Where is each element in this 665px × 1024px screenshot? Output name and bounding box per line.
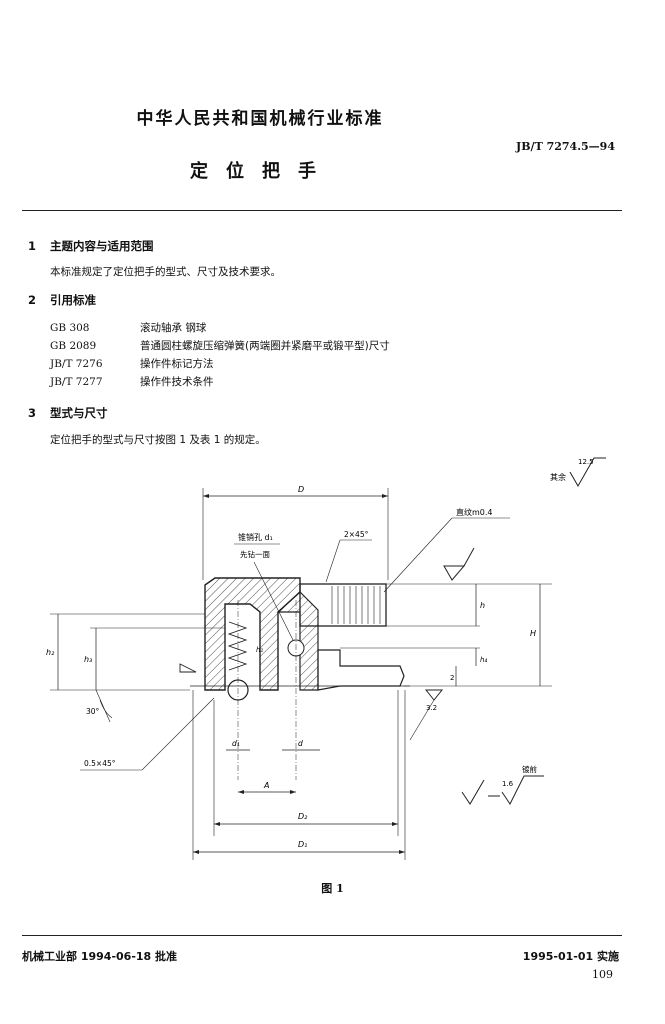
section-number: 3: [28, 406, 37, 420]
label-d1: d₁: [232, 739, 240, 748]
label-3-2: 3.2: [426, 704, 437, 712]
section-number: 1: [28, 239, 37, 253]
label-h1: h₁: [256, 646, 263, 654]
dimension-D2: D₂: [213, 690, 399, 836]
section-1-heading: 1 主题内容与适用范围: [28, 238, 154, 254]
label-1-6: 1.6: [502, 780, 514, 788]
label-h3: h₃: [84, 655, 92, 664]
figure-caption: 图 1: [321, 882, 344, 895]
dimension-h2-h3: h₂ h₃ h₁: [46, 613, 263, 691]
label-h4: h₄: [480, 656, 487, 664]
label-H: H: [530, 629, 536, 638]
chamfer-label: 2×45°: [344, 530, 369, 539]
roughness-plating-symbol: 1.6 镀前: [461, 764, 544, 805]
dimension-A: A: [238, 781, 296, 794]
reference-name: 操作件技术条件: [140, 376, 214, 388]
section-title: 主题内容与适用范围: [50, 239, 154, 253]
roughness-rest-value: 12.5: [578, 458, 594, 466]
reference-row: GB 308 滚动轴承 钢球: [50, 320, 390, 338]
implement-info: 1995-01-01 实施: [522, 950, 619, 963]
chamfer-callout: 2×45°: [325, 530, 372, 583]
label-h2: h₂: [46, 648, 55, 657]
reference-row: JB/T 7276 操作件标记方法: [50, 356, 390, 374]
reference-name: 操作件标记方法: [140, 358, 214, 370]
pin-hole-label: 锥销孔 d₁: [238, 532, 273, 542]
standard-code: JB/T 7274.5—94: [516, 140, 615, 153]
header-divider: [22, 210, 622, 211]
section-title: 型式与尺寸: [50, 406, 108, 420]
org-title: 中华人民共和国机械行业标准: [136, 109, 384, 129]
chamfer-small-callout: 0.5×45°: [80, 697, 215, 771]
handle-section: [190, 577, 410, 780]
knurl-label: 直纹m0.4: [456, 507, 493, 517]
roughness-rest-label: 其余: [550, 472, 566, 482]
reference-code: JB/T 7276: [50, 358, 103, 370]
dimension-d1-d: d₁ d: [226, 739, 320, 751]
label-D: D: [298, 485, 304, 494]
reference-row: JB/T 7277 操作件技术条件: [50, 374, 390, 392]
reference-name: 滚动轴承 钢球: [140, 322, 207, 334]
section-3-heading: 3 型式与尺寸: [28, 405, 108, 421]
label-d: d: [298, 739, 303, 748]
label-D2: D₂: [298, 812, 308, 821]
dimension-h-H: h H h₄ 2: [340, 583, 552, 687]
dimension-D1: D₁: [192, 690, 406, 860]
reference-name: 普通圆柱螺旋压缩弹簧(两端圈并紧磨平或锻平型)尺寸: [140, 340, 390, 352]
section-1-text: 本标准规定了定位把手的型式、尺寸及技术要求。: [50, 266, 281, 278]
label-D1: D₁: [298, 840, 307, 849]
roughness-3-2-symbol: 3.2: [409, 689, 444, 741]
section-3-text: 定位把手的型式与尺寸按图 1 及表 1 的规定。: [50, 434, 266, 446]
knurl-callout: 直纹m0.4: [383, 507, 510, 593]
section-2-heading: 2 引用标准: [28, 292, 96, 308]
label-h: h: [480, 601, 485, 610]
roughness-rest-symbol: 其余 12.5: [550, 457, 606, 488]
angle-30: 30°: [86, 663, 197, 723]
reference-list: GB 308 滚动轴承 钢球 GB 2089 普通圆柱螺旋压缩弹簧(两端圈并紧磨平或…: [50, 320, 390, 392]
section-title: 引用标准: [50, 293, 96, 307]
reference-code: JB/T 7277: [50, 376, 103, 388]
label-chamfer-small: 0.5×45°: [84, 759, 116, 768]
page-number: 109: [592, 968, 613, 981]
label-2: 2: [450, 674, 454, 682]
label-30: 30°: [86, 707, 100, 716]
dimension-D: D: [202, 485, 389, 580]
label-A: A: [263, 781, 269, 790]
reference-code: GB 2089: [50, 340, 97, 352]
footer-divider: [22, 935, 622, 936]
figure-1-drawing: 其余 12.5 D 直纹m0.4 2×45° 锥销孔 d₁ 先钻一面: [46, 457, 606, 860]
reference-code: GB 308: [50, 322, 90, 334]
approval-info: 机械工业部 1994-06-18 批准: [22, 950, 178, 963]
section-number: 2: [28, 293, 37, 307]
label-plating: 镀前: [522, 764, 537, 774]
reference-row: GB 2089 普通圆柱螺旋压缩弹簧(两端圈并紧磨平或锻平型)尺寸: [50, 338, 390, 356]
pin-note-label: 先钻一面: [240, 549, 270, 559]
doc-title: 定位把手: [190, 161, 334, 182]
